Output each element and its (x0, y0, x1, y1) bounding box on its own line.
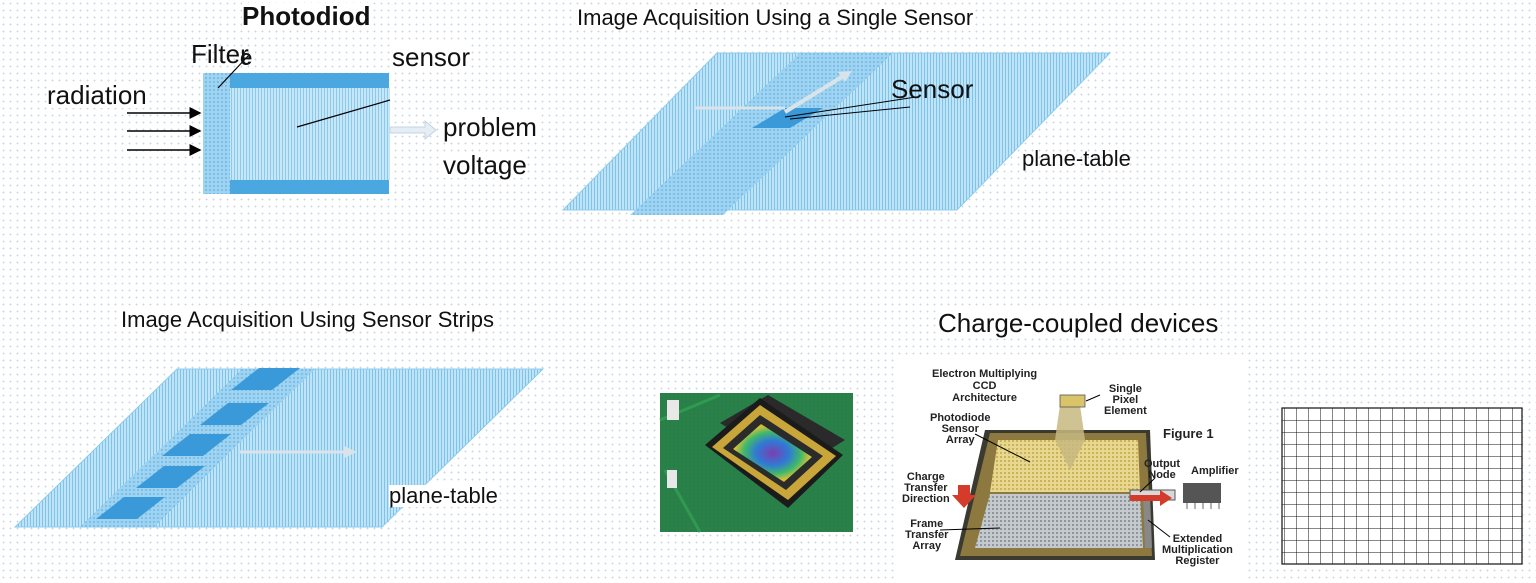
pixel-grid (1281, 407, 1523, 565)
photodiode-array-line-2: Sensor (941, 423, 979, 435)
frame-transfer-line-3: Array (912, 540, 942, 552)
strip-sensor-1 (96, 497, 165, 519)
single-sensor-element (752, 108, 823, 128)
charge-direction-label: Charge Transfer Direction (902, 472, 950, 505)
single-sensor-label: Sensor (891, 74, 974, 104)
ccd-chip-photo (659, 393, 853, 533)
sensor-pointer-line-1 (784, 96, 917, 118)
single-sensor-diagram (561, 52, 1112, 215)
figure-1-label: Figure 1 (1163, 426, 1214, 441)
filter-pointer-line (217, 55, 249, 89)
output-node-line-2: Node (1148, 469, 1176, 481)
photodiode-diagram (127, 55, 437, 194)
extended-register-line-3: Register (1175, 555, 1220, 567)
single-sensor-title: Image Acquisition Using a Single Sensor (577, 5, 974, 30)
charge-direction-line-2: Transfer (904, 482, 948, 494)
extended-register-line-2: Multiplication (1162, 544, 1233, 556)
ccd-architecture-figure (898, 356, 1247, 582)
frame-transfer-line-1: Frame (910, 518, 944, 530)
output-node-line-1: Output (1144, 458, 1181, 470)
ccd-header-line-2: CCD (972, 380, 997, 392)
photodiode-array (990, 440, 1140, 492)
frame-transfer-array (975, 494, 1143, 548)
scan-strip (630, 53, 893, 215)
photodiode-array-label: Photodiode Sensor Array (930, 413, 991, 446)
filter-label-suffix: e (240, 45, 253, 70)
strip-sensor-3 (162, 434, 231, 456)
frame-transfer-line-2: Transfer (905, 529, 949, 541)
sensor-strips-diagram (13, 368, 545, 528)
output-arrow-red (1130, 490, 1172, 506)
scan-arrow-diagonal (783, 73, 847, 114)
ccd-header-line-3: Architecture (952, 392, 1017, 404)
photodiode-title-main: Photodiod (242, 1, 371, 31)
strips-title: Image Acquisition Using Sensor Strips (121, 307, 494, 332)
filter-layer (203, 73, 230, 194)
sensor-pointer-line-2 (789, 106, 911, 120)
strip-sensor-2 (136, 466, 205, 488)
single-sensor-table-label: plane-table (1022, 146, 1131, 171)
radiation-label: radiation (47, 80, 147, 110)
filter-label: Filter (191, 39, 249, 69)
amplifier-chip (1183, 483, 1221, 503)
single-pixel-line-3: Element (1104, 405, 1147, 417)
ccd-header-line-1: Electron Multiplying (932, 368, 1038, 380)
sensor-pointer-line (296, 99, 391, 128)
output-node-label: Output Node (1144, 459, 1180, 481)
single-pixel-line-2: Pixel (1112, 394, 1139, 406)
charge-direction-line-1: Charge (906, 471, 945, 483)
single-pixel-label: Single Pixel Element (1104, 384, 1147, 417)
ccd-header: Electron Multiplying CCD Architecture (932, 368, 1037, 404)
ccd-figure-labels: Electron Multiplying CCD Architecture Si… (898, 356, 1247, 582)
photodiode-array-line-3: Array (945, 434, 975, 446)
charge-direction-line-3: Direction (902, 493, 950, 505)
strip-sensor-5 (231, 368, 300, 390)
output-arrow (389, 119, 437, 141)
output-label-problem: problem (443, 112, 537, 142)
extended-register-label: Extended Multiplication Register (1162, 534, 1233, 567)
output-label-voltage: voltage (443, 150, 527, 180)
single-pixel-beam (1055, 405, 1085, 470)
strip-sensor-4 (200, 403, 269, 425)
extended-register-line-1: Extended (1172, 533, 1223, 545)
photodiode-array-line-1: Photodiode (930, 412, 991, 424)
ccd-title: Charge-coupled devices (938, 308, 1219, 338)
strips-table-label: plane-table (389, 483, 498, 508)
chip-sensor-die (733, 424, 812, 482)
photodiode-title: Photodiod (242, 3, 371, 29)
frame-transfer-label: Frame Transfer Array (905, 519, 948, 552)
amplifier-label: Amplifier (1191, 465, 1239, 477)
charge-direction-arrow (952, 485, 976, 508)
sensor-label: sensor (392, 42, 471, 72)
single-pixel-line-1: Single (1108, 383, 1142, 395)
